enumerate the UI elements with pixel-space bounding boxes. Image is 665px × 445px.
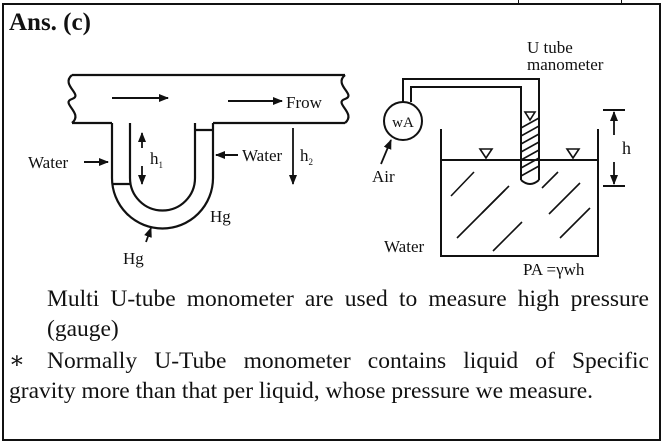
answer-box <box>2 3 661 441</box>
tank-water-hatch <box>450 171 591 252</box>
hg-label-bottom: Hg <box>123 249 144 268</box>
water-level-marker-icon <box>478 148 494 160</box>
water-level-marker-icon <box>565 148 581 160</box>
tank-manometer-diagram <box>383 78 625 257</box>
gauge-label: wA <box>392 115 414 131</box>
air-label: Air <box>372 167 395 186</box>
h1-label: h1 <box>150 149 163 170</box>
note-1: ∗Multi U-tube monometer are used to meas… <box>9 284 649 344</box>
gauge-tube-inner <box>410 86 522 180</box>
note-2: ∗Normally U-Tube monometer contains liqu… <box>9 346 649 406</box>
top-edge-mark <box>518 0 622 4</box>
tube-level-marker-icon <box>523 111 537 122</box>
pipe-left-break <box>67 74 77 124</box>
manometer-title-line1: U tube <box>527 38 573 57</box>
tube-bottom <box>520 179 540 185</box>
bullet-icon: ∗ <box>9 284 47 314</box>
pipe-utube-diagram <box>67 73 350 230</box>
pointer-arrow-icon <box>144 227 152 243</box>
air-arrow-icon <box>380 139 392 165</box>
utube-outer-wall <box>110 123 215 230</box>
hg-label-right: Hg <box>210 207 231 226</box>
h-label: h <box>622 138 631 158</box>
note-1-text: Multi U-tube monometer are used to measu… <box>47 286 649 342</box>
pipe-right-break <box>340 74 350 124</box>
manometer-title-line2: manometer <box>527 55 604 74</box>
water-tank <box>440 129 599 257</box>
utube-inner-wall <box>128 123 197 212</box>
flow-label: Frow <box>286 93 323 112</box>
note-2-text: Normally U-Tube monometer contains liqui… <box>9 348 649 404</box>
h2-label: h2 <box>300 146 313 167</box>
pressure-formula: PA =γwh <box>523 260 585 279</box>
bullet-icon: ∗ <box>9 348 25 374</box>
water-label: Water <box>384 237 424 256</box>
tube-liquid-hatch <box>520 117 540 177</box>
water-label-left: Water <box>28 153 68 172</box>
water-label-right: Water <box>242 146 282 165</box>
answer-heading: Ans. (c) <box>9 9 91 36</box>
gauge-tube-outer <box>402 78 540 180</box>
